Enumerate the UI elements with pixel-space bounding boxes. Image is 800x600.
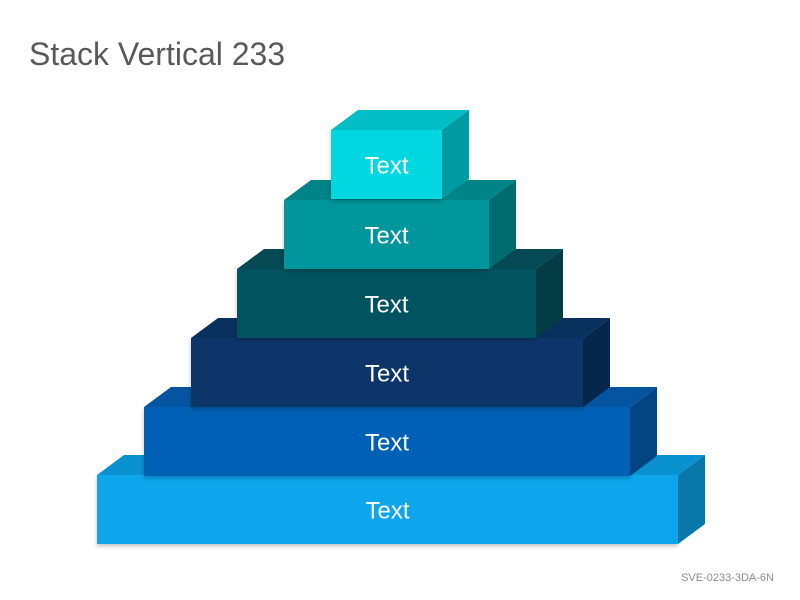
block-side-face bbox=[630, 387, 657, 476]
block-front-face bbox=[97, 475, 678, 544]
block-front-face bbox=[331, 130, 442, 199]
block-side-face bbox=[489, 180, 516, 269]
block-label: Text bbox=[364, 153, 408, 180]
block-label: Text bbox=[364, 223, 408, 250]
block-side-face bbox=[583, 318, 610, 407]
block-front-face bbox=[284, 200, 489, 269]
block-label: Text bbox=[365, 430, 409, 457]
block-label: Text bbox=[364, 292, 408, 319]
block-label: Text bbox=[365, 498, 409, 525]
block-front-face bbox=[237, 269, 536, 338]
block-front-face bbox=[191, 338, 583, 407]
block-side-face bbox=[442, 110, 469, 199]
slide-code: SVE-0233-3DA-6N bbox=[681, 572, 774, 584]
block-side-face bbox=[536, 249, 563, 338]
block-top-face bbox=[331, 110, 469, 130]
block-side-face bbox=[678, 455, 705, 544]
block-label: Text bbox=[365, 361, 409, 388]
block-front-face bbox=[144, 407, 630, 476]
slide-title: Stack Vertical 233 bbox=[29, 36, 286, 72]
stack-level-1: Text bbox=[331, 110, 469, 199]
